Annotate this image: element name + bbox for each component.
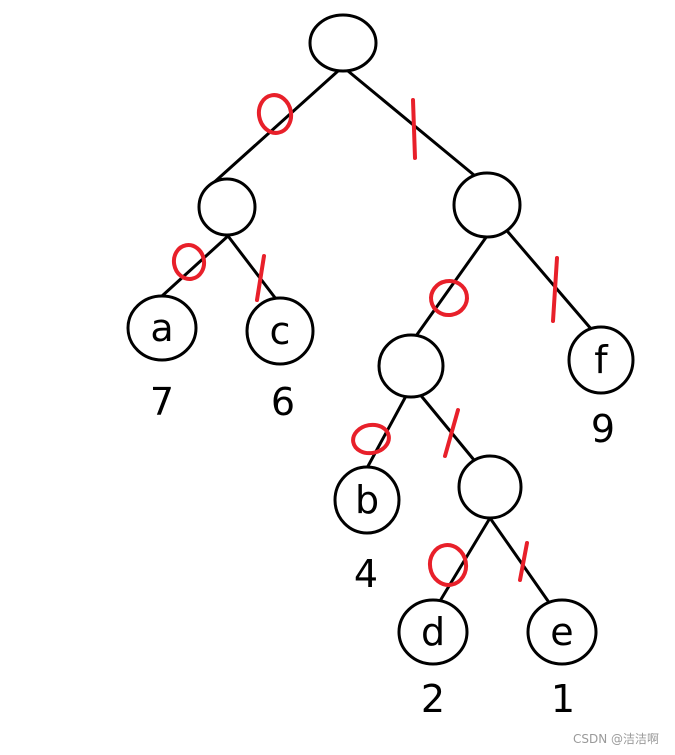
node-label-d: d [421, 610, 445, 654]
node-label-a: a [150, 306, 173, 350]
node-R [452, 171, 522, 239]
node-f [567, 325, 635, 395]
node-RL [377, 333, 445, 399]
edge-codes-layer [171, 93, 559, 587]
node-L [197, 177, 257, 237]
edge-L-a [160, 234, 230, 298]
edge-code-1-R-f [551, 256, 559, 323]
nodes-layer: a 7 c 6 f 9 b 4d 2 e 1 [126, 13, 635, 721]
weight-label-d: 2 [421, 677, 445, 721]
edge-code-0-L-a [171, 243, 207, 281]
weight-label-c: 6 [271, 380, 295, 424]
node-RLR [457, 454, 523, 520]
node-c [245, 296, 315, 366]
edge-R-RL [414, 234, 489, 338]
node-label-f: f [594, 338, 609, 382]
node-a [126, 294, 198, 362]
edge-code-0-root-L [256, 93, 294, 135]
edge-code-0-R-RL [429, 278, 469, 318]
edge-code-0-RLR-d [427, 543, 469, 587]
edge-code-1-RLR-e [518, 541, 529, 582]
watermark: CSDN @洁洁啊 [572, 732, 659, 746]
node-e [526, 598, 598, 666]
edge-code-1-RL-RLR [443, 408, 460, 458]
weight-label-f: 9 [591, 407, 615, 451]
node-label-c: c [270, 309, 291, 353]
node-label-b: b [355, 478, 379, 522]
edge-code-0-RL-b [351, 422, 391, 456]
edge-root-L [208, 69, 340, 188]
edge-L-c [226, 234, 278, 301]
edge-RL-RLR [416, 390, 476, 462]
weight-label-a: 7 [150, 380, 174, 424]
node-root [308, 13, 378, 73]
weight-label-b: 4 [354, 552, 378, 596]
edge-R-f [506, 230, 594, 332]
node-b [333, 465, 401, 535]
edge-RLR-e [488, 516, 550, 603]
edge-code-1-root-R [411, 98, 417, 160]
node-label-e: e [550, 610, 573, 654]
edge-code-1-L-c [255, 254, 266, 302]
node-d [397, 598, 469, 666]
weight-label-e: 1 [551, 677, 575, 721]
